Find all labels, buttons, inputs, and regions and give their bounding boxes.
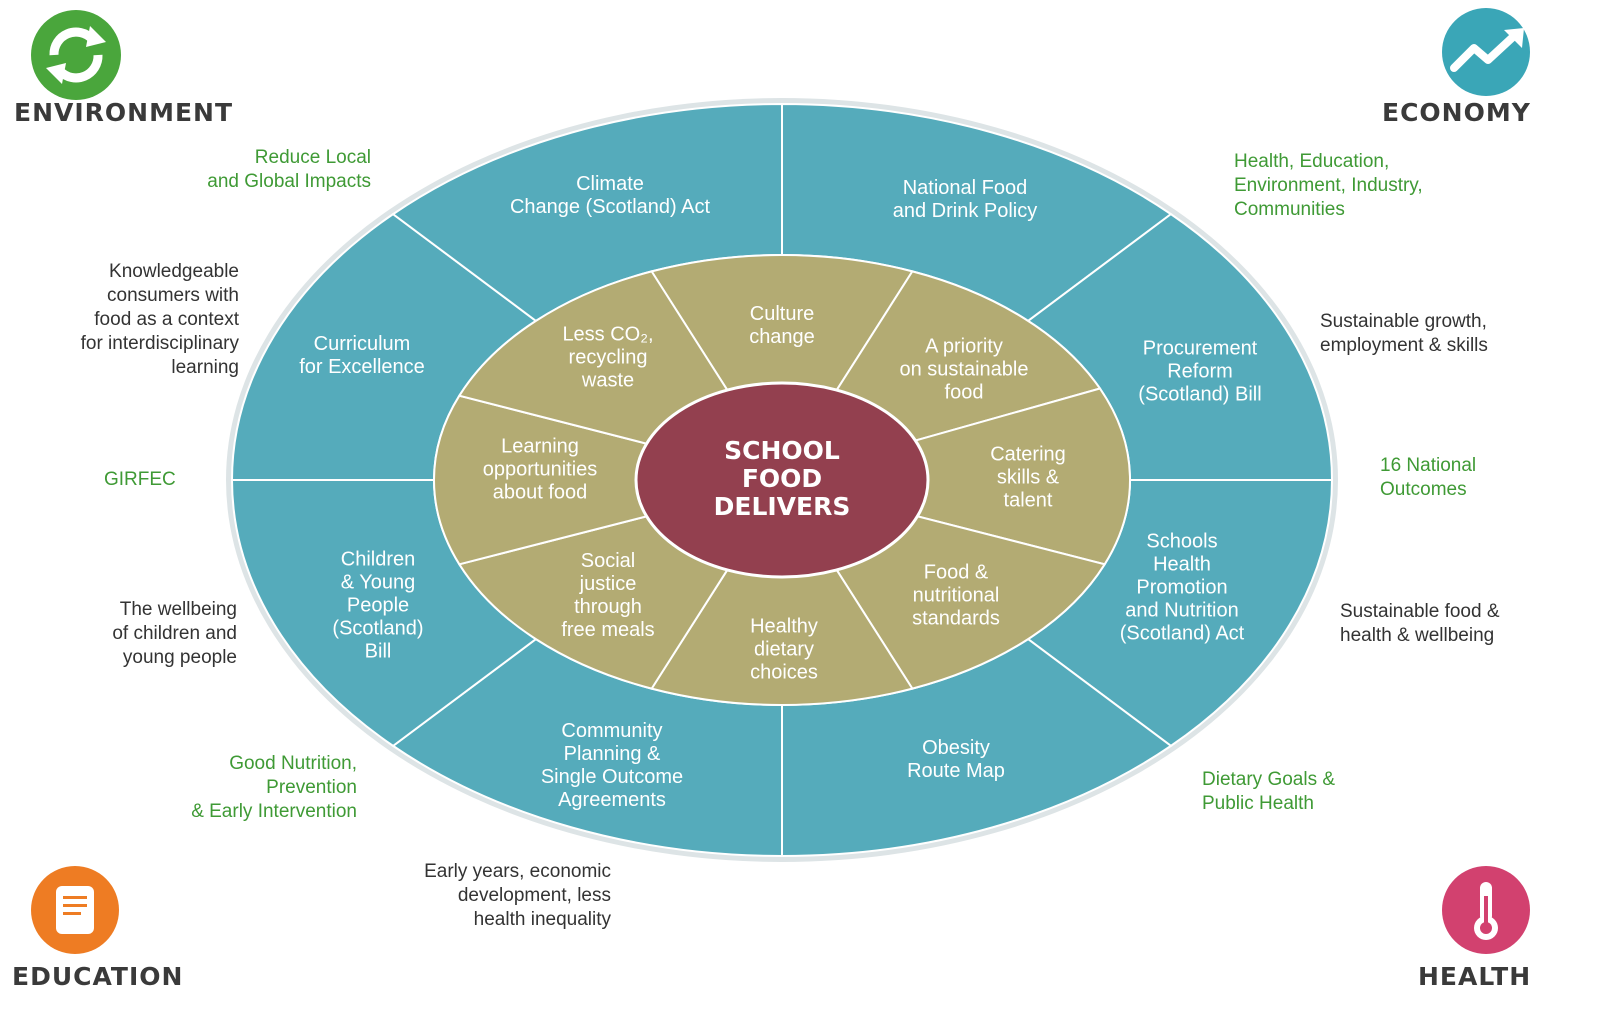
note-national-outcomes: 16 National Outcomes [1380,455,1477,500]
health-corner [1424,866,1548,959]
note-wellbeing-children: The wellbeing of children and young peop… [112,599,237,668]
note-dietary-goals: Dietary Goals & Public Health [1202,769,1336,814]
note-good-nutrition: Good Nutrition, Prevention & Early Inter… [191,753,357,822]
environment-label: ENVIRONMENT [14,98,234,127]
economy-corner [1424,8,1548,101]
hub-circle [634,381,930,579]
environment-corner [12,10,140,105]
thermometer-icon [1442,866,1530,954]
health-label: HEALTH [1418,962,1532,991]
document-icon [31,866,119,954]
note-early-years: Early years, economic development, less … [424,861,611,930]
education-label: EDUCATION [12,962,184,991]
note-health-education: Health, Education, Environment, Industry… [1234,151,1423,220]
education-corner [12,866,138,959]
trend-up-icon [1442,8,1530,96]
note-knowledgeable-consumers: Knowledgeable consumers with food as a c… [80,261,239,378]
economy-label: ECONOMY [1382,98,1531,127]
note-sustainable-food: Sustainable food & health & wellbeing [1340,601,1500,646]
note-reduce-impacts: Reduce Local and Global Impacts [207,147,371,192]
note-girfec: GIRFEC [104,469,176,490]
recycle-icon [31,10,121,100]
note-sustainable-growth: Sustainable growth, employment & skills [1320,311,1488,356]
